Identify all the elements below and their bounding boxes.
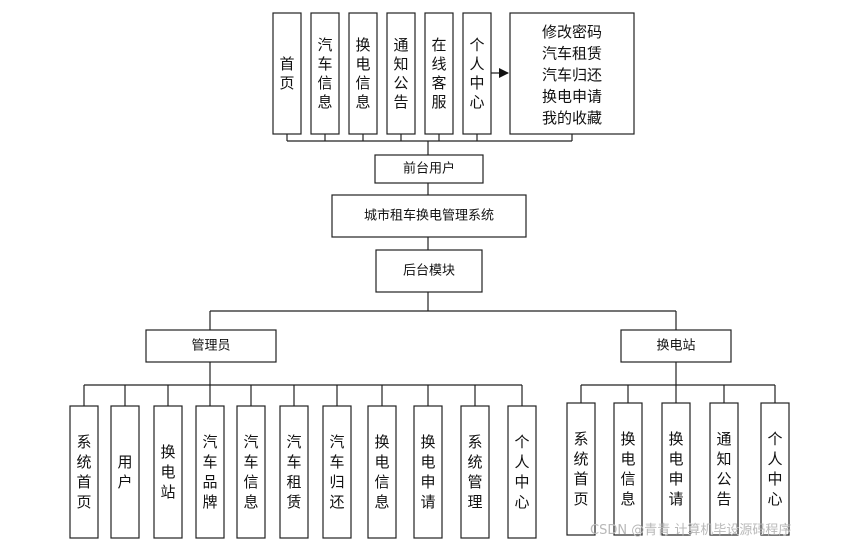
admin-box bbox=[145, 329, 277, 363]
admin-item-box bbox=[69, 405, 99, 539]
admin-item-label: 系统管理 bbox=[467, 433, 482, 511]
admin-item-box bbox=[195, 405, 225, 539]
front-menu-label: 通知公告 bbox=[393, 36, 408, 111]
admin-item-box bbox=[367, 405, 397, 539]
admin-item-box bbox=[460, 405, 490, 539]
front-menu-label: 汽车信息 bbox=[317, 36, 332, 111]
front-menu-box bbox=[310, 12, 340, 135]
watermark: CSDN @青青 计算机毕设源码程序 bbox=[590, 523, 791, 538]
station-item-label: 通知公告 bbox=[716, 430, 731, 508]
admin-item-label: 汽车租赁 bbox=[286, 433, 301, 511]
station-item-box bbox=[566, 402, 596, 536]
station-item-label: 系统首页 bbox=[573, 430, 588, 508]
front-user-box bbox=[374, 154, 484, 184]
admin-item-label: 汽车品牌 bbox=[202, 433, 217, 511]
personal-submenu-item: 汽车归还 bbox=[542, 66, 602, 84]
admin-item-box bbox=[322, 405, 352, 539]
personal-submenu-item: 汽车租赁 bbox=[542, 45, 602, 63]
station-item-box bbox=[709, 402, 739, 536]
station-item-label: 换电信息 bbox=[620, 430, 635, 508]
station-item-box bbox=[760, 402, 790, 536]
station-box bbox=[620, 329, 732, 363]
backend-module-box bbox=[375, 249, 483, 293]
front-menu-box bbox=[424, 12, 454, 135]
admin-item-box bbox=[279, 405, 309, 539]
connector-lines bbox=[83, 68, 776, 406]
front-user-label: 前台用户 bbox=[403, 161, 455, 177]
station-item-box bbox=[661, 402, 691, 536]
front-menu-label: 个人中心 bbox=[469, 36, 484, 111]
admin-item-label: 换电申请 bbox=[420, 433, 435, 511]
front-menu-label: 在线客服 bbox=[431, 36, 446, 111]
personal-submenu-item: 修改密码 bbox=[542, 23, 602, 41]
station-label: 换电站 bbox=[656, 339, 695, 354]
personal-submenu-item: 我的收藏 bbox=[542, 109, 602, 127]
backend-module-label: 后台模块 bbox=[403, 264, 455, 279]
front-menu-label: 首页 bbox=[279, 55, 294, 92]
admin-item-label: 换电信息 bbox=[374, 433, 389, 511]
admin-label: 管理员 bbox=[191, 339, 230, 354]
system-title: 城市租车换电管理系统 bbox=[364, 208, 494, 224]
admin-item-label: 系统首页 bbox=[76, 433, 91, 511]
admin-item-label: 汽车信息 bbox=[243, 433, 258, 511]
station-item-label: 换电申请 bbox=[668, 430, 683, 508]
station-item-box bbox=[613, 402, 643, 536]
front-menu-box bbox=[386, 12, 416, 135]
admin-item-box bbox=[507, 405, 537, 539]
personal-submenu-box bbox=[509, 12, 635, 135]
diagram-text: 首页汽车信息换电信息通知公告在线客服个人中心修改密码汽车租赁汽车归还换电申请我的… bbox=[76, 23, 782, 511]
admin-item-label: 个人中心 bbox=[514, 433, 529, 511]
admin-item-box bbox=[153, 405, 183, 539]
admin-item-box bbox=[236, 405, 266, 539]
admin-item-label: 换电站 bbox=[160, 443, 175, 501]
personal-submenu-item: 换电申请 bbox=[542, 88, 602, 106]
front-menu-box bbox=[462, 12, 492, 135]
system-title-box bbox=[331, 194, 527, 238]
admin-item-box bbox=[110, 405, 140, 539]
front-menu-box bbox=[348, 12, 378, 135]
front-menu-label: 换电信息 bbox=[355, 36, 370, 111]
diagram-boxes bbox=[69, 12, 790, 539]
station-item-label: 个人中心 bbox=[767, 430, 782, 508]
admin-item-label: 用户 bbox=[117, 453, 132, 491]
admin-item-box bbox=[413, 405, 443, 539]
admin-item-label: 汽车归还 bbox=[329, 433, 344, 511]
front-menu-box bbox=[272, 12, 302, 135]
